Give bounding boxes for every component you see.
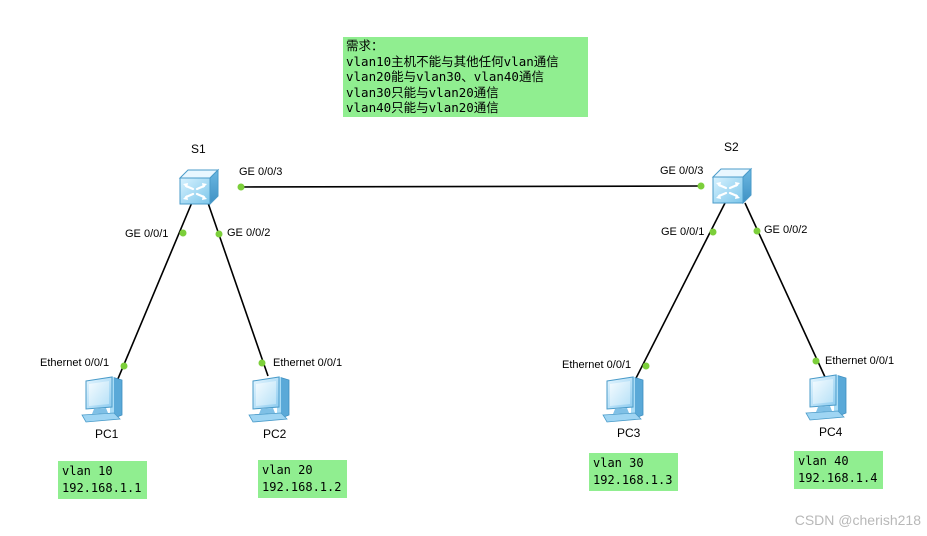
- port-dot: [709, 228, 717, 236]
- pc1-vlan: vlan 10: [62, 464, 113, 478]
- link-s2-pc3: [631, 202, 726, 387]
- port-label-s2-uplink: GE 0/0/3: [660, 165, 704, 177]
- port-label-s2-right: GE 0/0/2: [764, 224, 808, 236]
- pc-icon-pc3[interactable]: [602, 376, 644, 423]
- link-s1-pc1: [111, 199, 194, 394]
- requirement-line: vlan10主机不能与其他任何vlan通信: [346, 53, 559, 69]
- pc4-info-box: vlan 40 192.168.1.4: [794, 451, 883, 489]
- switch-label-s2: S2: [724, 140, 739, 154]
- pc4-vlan: vlan 40: [798, 454, 849, 468]
- switch-icon-s1[interactable]: [178, 168, 220, 206]
- pc3-info-box: vlan 30 192.168.1.3: [589, 453, 678, 491]
- link-s1-pc2: [206, 199, 269, 377]
- requirement-line: vlan20能与vlan30、vlan40通信: [346, 69, 544, 84]
- port-dot: [753, 227, 761, 235]
- port-label-pc2: Ethernet 0/0/1: [273, 357, 343, 369]
- port-dot: [697, 182, 705, 190]
- switch-icon-s2[interactable]: [711, 167, 753, 205]
- port-dot: [179, 229, 187, 237]
- pc3-vlan: vlan 30: [593, 456, 644, 470]
- port-label-s1-left: GE 0/0/1: [125, 228, 169, 240]
- pc-label-pc2: PC2: [263, 427, 287, 441]
- pc2-ip: 192.168.1.2: [262, 480, 342, 494]
- port-dot: [258, 359, 266, 367]
- pc2-vlan: vlan 20: [262, 463, 313, 477]
- port-label-s2-left: GE 0/0/1: [661, 226, 705, 238]
- port-dot: [812, 357, 820, 365]
- port-label-pc3: Ethernet 0/0/1: [562, 359, 632, 371]
- link-s1-s2: [240, 185, 702, 188]
- pc1-info-box: vlan 10 192.168.1.1: [58, 461, 147, 499]
- switch-label-s1: S1: [191, 142, 206, 156]
- pc3-ip: 192.168.1.3: [593, 473, 673, 487]
- pc-label-pc3: PC3: [617, 426, 641, 440]
- requirement-line: vlan30只能与vlan20通信: [346, 84, 499, 100]
- pc-icon-pc4[interactable]: [805, 374, 847, 421]
- pc-icon-pc1[interactable]: [81, 376, 123, 423]
- port-label-s1-right: GE 0/0/2: [227, 227, 271, 239]
- pc-icon-pc2[interactable]: [248, 376, 290, 423]
- port-dot: [120, 362, 128, 370]
- port-dot: [642, 362, 650, 370]
- port-dot: [237, 183, 245, 191]
- pc1-ip: 192.168.1.1: [62, 481, 142, 495]
- links: [111, 185, 826, 394]
- requirements-title: 需求：: [346, 38, 384, 53]
- requirements-box: 需求： vlan10主机不能与其他任何vlan通信 vlan20能与vlan30…: [343, 37, 588, 117]
- port-dot: [215, 230, 223, 238]
- pc2-info-box: vlan 20 192.168.1.2: [258, 460, 347, 498]
- pc-label-pc4: PC4: [819, 425, 843, 439]
- port-label-pc1: Ethernet 0/0/1: [40, 357, 110, 369]
- port-label-s1-uplink: GE 0/0/3: [239, 166, 283, 178]
- requirement-line: vlan40只能与vlan20通信: [346, 100, 499, 115]
- port-dots: [120, 182, 820, 370]
- port-label-pc4: Ethernet 0/0/1: [825, 355, 895, 367]
- pc4-ip: 192.168.1.4: [798, 471, 878, 485]
- watermark: CSDN @cherish218: [794, 512, 921, 528]
- pc-label-pc1: PC1: [95, 427, 119, 441]
